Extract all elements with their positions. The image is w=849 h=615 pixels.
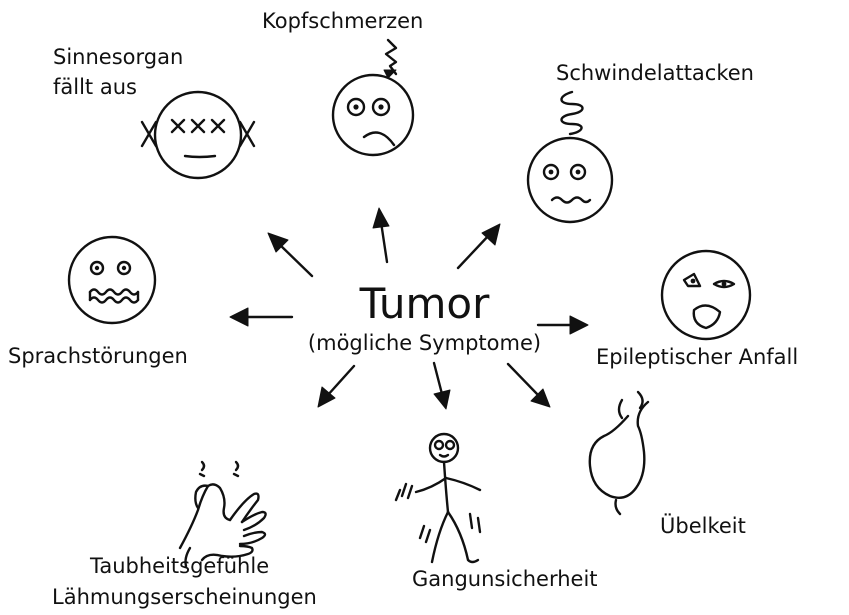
label-gangunsicherheit: Gangunsicherheit (412, 566, 598, 592)
label-kopfschmerzen: Kopfschmerzen (262, 8, 423, 34)
hand-numb-icon (180, 462, 266, 566)
stomach-icon (590, 392, 648, 514)
face-headache-icon (333, 40, 413, 155)
label-sprachstoerungen: Sprachstörungen (8, 343, 188, 369)
face-dizzy-icon (528, 92, 612, 222)
label-sinnesorgan-line1: Sinnesorgan (53, 44, 183, 70)
label-taubheit-line1: Taubheitsgefühle (90, 553, 269, 579)
arrow-to-kopfschmerzen (373, 208, 389, 262)
arrow-to-sinnesorgan (268, 233, 312, 276)
arrow-to-schwindel (458, 224, 500, 268)
arrow-to-gang (434, 363, 450, 409)
label-taubheit-line2: Lähmungserscheinungen (52, 584, 317, 610)
stick-figure-stumbling-icon (396, 434, 480, 562)
label-epileptischer-anfall: Epileptischer Anfall (596, 344, 798, 370)
face-crossed-eyes-icon (142, 92, 254, 178)
center-title: Tumor (0, 280, 849, 328)
label-schwindelattacken: Schwindelattacken (556, 60, 754, 86)
arrow-to-taubheit (318, 366, 354, 407)
label-sinnesorgan-line2: fällt aus (53, 74, 137, 100)
label-uebelkeit: Übelkeit (660, 513, 746, 539)
arrow-to-uebelkeit (508, 364, 550, 407)
